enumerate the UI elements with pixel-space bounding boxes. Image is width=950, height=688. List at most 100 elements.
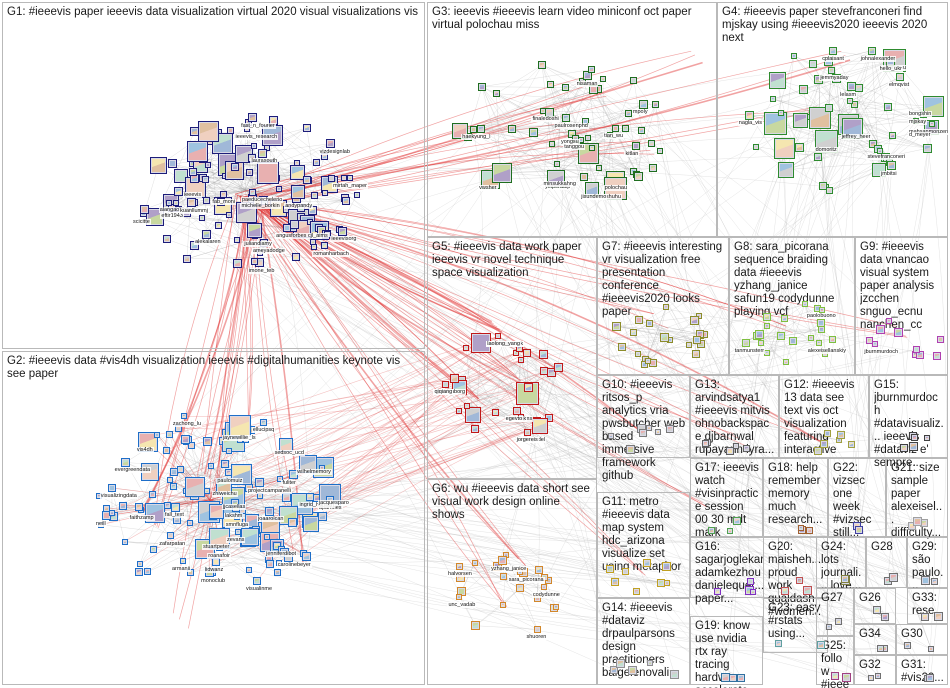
node-label: vizdesignlab (318, 148, 351, 155)
graph-edge (592, 145, 637, 149)
group-box-g18: G18: help remember memory much research.… (763, 458, 828, 537)
group-label-g12: G12: #ieeevis 13 data see text vis oct v… (784, 379, 855, 456)
graph-edge (466, 405, 517, 412)
graph-edge (543, 110, 629, 114)
graph-edge (585, 121, 616, 129)
graph-edge (818, 50, 872, 80)
node-label: d_meyer (908, 132, 932, 139)
graph-edge (113, 464, 226, 517)
graph-edge (242, 196, 521, 381)
graph-edge (178, 428, 939, 617)
graph-edge (249, 387, 460, 489)
graph-edge (246, 128, 888, 582)
group-box-g21: G21: size sample paper alexeisel... diff… (886, 458, 948, 539)
graph-edge (552, 81, 583, 144)
graph-edge (461, 579, 506, 592)
graph-edge (535, 372, 552, 422)
graph-edge (249, 50, 872, 489)
graph-edge (301, 228, 908, 647)
node-label: mjskay (908, 119, 928, 126)
graph-edge (281, 348, 917, 550)
graph-edge (260, 204, 480, 400)
graph-edge (649, 323, 698, 341)
graph-edge (729, 118, 820, 452)
graph-edge (215, 174, 637, 563)
node-label: haekyung_l (461, 134, 492, 141)
graph-edge (565, 89, 594, 119)
graph-edge (220, 180, 309, 203)
graph-edge (772, 98, 932, 128)
graph-edge (263, 422, 293, 523)
graph-edge (496, 93, 634, 172)
graph-edge (459, 138, 589, 412)
graph-edge (474, 562, 544, 588)
node-label: lakshm (223, 512, 244, 519)
graph-edge (473, 87, 566, 130)
node-label: laurasouth (250, 158, 279, 165)
graph-edge (516, 410, 926, 581)
graph-edge (326, 233, 819, 452)
graph-edge (186, 256, 297, 260)
graph-edge (502, 579, 506, 605)
graph-edge (329, 320, 890, 496)
graph-edge (850, 76, 901, 102)
graph-edge (194, 186, 347, 202)
group-box-g8: G8: sara_picorana sequence braiding data… (729, 237, 855, 375)
node-label: domoritz (814, 146, 838, 153)
node-label: lelasm (839, 91, 858, 98)
graph-edge (496, 93, 640, 178)
graph-edge (169, 434, 191, 523)
graph-edge (296, 256, 937, 357)
node-label: imone_teb (247, 267, 276, 274)
graph-edge (195, 186, 280, 190)
graph-edge (648, 323, 650, 362)
graph-edge (540, 98, 773, 427)
graph-edge (593, 89, 905, 449)
graph-edge (252, 192, 297, 199)
group-label-g1: G1: #ieeevis paper ieeevis data visualiz… (7, 6, 419, 18)
graph-edge (481, 86, 555, 176)
graph-edge (180, 335, 781, 470)
graph-edge (239, 109, 821, 197)
node-label: johnalexander (859, 55, 897, 62)
graph-edge (498, 336, 615, 670)
graph-edge (258, 203, 708, 508)
group-box-g3: G3: ieeevis #ieeevis learn video minicon… (427, 2, 717, 237)
graph-edge (475, 625, 538, 630)
graph-edge (543, 353, 726, 678)
node-label: bongshin (908, 111, 933, 118)
graph-edge (454, 352, 516, 379)
graph-edge (246, 128, 885, 618)
graph-edge (208, 131, 726, 678)
graph-edge (208, 198, 248, 480)
graph-edge (257, 202, 494, 324)
graph-edge (519, 347, 926, 581)
node-label: qiqiang (433, 389, 454, 396)
graph-edge (480, 78, 603, 130)
node-label: cplaisant (821, 55, 845, 62)
graph-edge (544, 370, 734, 679)
graph-edge (602, 79, 612, 436)
graph-edge (248, 570, 839, 625)
graph-edge (239, 195, 252, 419)
graph-edge (540, 425, 738, 522)
graph-edge (645, 329, 661, 360)
graph-edge (249, 199, 793, 333)
graph-edge (700, 190, 831, 335)
graph-edge (733, 128, 853, 679)
graph-edge (246, 198, 526, 387)
graph-edge (504, 579, 555, 609)
group-box-g6: G6: wu #ieeevis data short see visual wo… (427, 479, 597, 685)
group-label-g3: G3: ieeevis #ieeevis learn video minicon… (432, 6, 692, 31)
graph-edge (301, 352, 516, 504)
graph-edge (228, 157, 253, 215)
graph-edge (554, 175, 836, 677)
node-label: faithzamp (128, 515, 155, 521)
node-label: paulomuiz (216, 477, 244, 484)
graph-edge (262, 204, 646, 576)
node-label: zhiweichu (211, 491, 238, 498)
node-label: romanharbach (312, 250, 350, 257)
graph-edge (481, 86, 888, 582)
graph-edge (767, 318, 786, 353)
